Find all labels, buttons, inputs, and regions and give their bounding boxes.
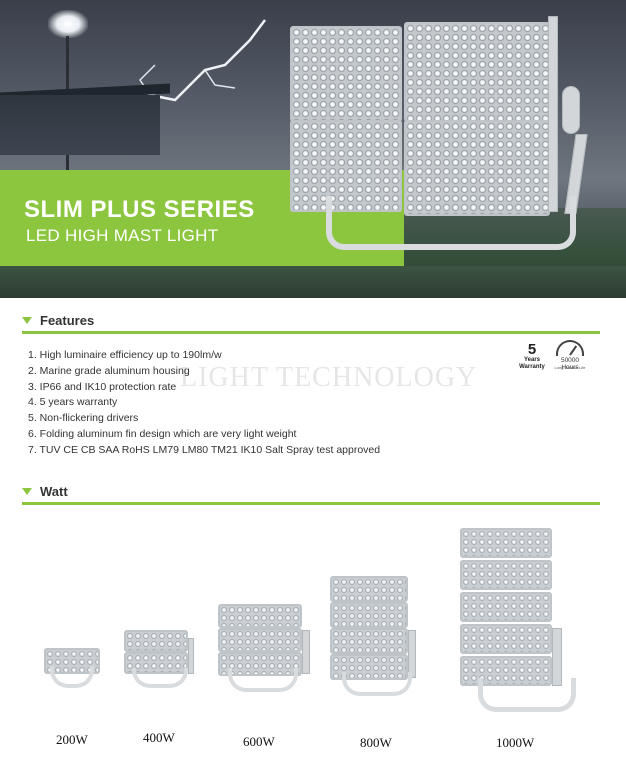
features-divider [22, 331, 600, 334]
fixture-side-rail [302, 630, 310, 674]
led-panel [460, 592, 552, 622]
lifespan-badge: 50000 Hours Long Service Life [552, 340, 588, 374]
fixture-u-bracket [478, 678, 576, 712]
triangle-down-icon [22, 316, 32, 324]
series-subtitle: LED HIGH MAST LIGHT [26, 226, 219, 245]
features-list: 1. High luminaire efficiency up to 190lm… [28, 348, 380, 459]
led-panel [330, 576, 408, 602]
watt-label-200w: 200W [56, 732, 88, 747]
led-panel [460, 656, 552, 686]
series-title: SLIM PLUS SERIES [24, 196, 255, 223]
fixture-600w [218, 604, 312, 694]
hero-led-panel [404, 120, 550, 216]
warranty-years-label: Years [523, 357, 541, 363]
hero-led-panel [290, 26, 402, 122]
fixture-side-rail [188, 638, 194, 674]
list-item: 4. 5 years warranty [28, 396, 118, 409]
led-panel [218, 628, 302, 652]
fixture-u-bracket [228, 668, 298, 692]
fixture-1000w [460, 528, 590, 718]
hero-product-fixture [290, 16, 590, 266]
lifespan-value: 50000 Hours [560, 357, 580, 371]
watt-header: Watt [22, 481, 68, 501]
list-item: 2. Marine grade aluminum housing [28, 364, 190, 377]
watt-divider [22, 502, 600, 505]
triangle-down-icon [22, 487, 32, 495]
features-header: Features [22, 310, 94, 330]
watt-heading: Watt [40, 483, 68, 499]
warranty-badge: 5 Years Warranty [514, 342, 550, 371]
fixture-400w [124, 630, 196, 692]
list-item: 7. TUV CE CB SAA RoHS LM79 LM80 TM21 IK1… [28, 443, 381, 456]
list-item: 6. Folding aluminum fin design which are… [28, 427, 297, 440]
fixture-u-bracket [132, 668, 188, 688]
watermark-text: LIGHT TECHNOLOGY [180, 362, 478, 393]
lifespan-caption: Long Service Life [554, 365, 586, 370]
hero-banner: SLIM PLUS SERIES LED HIGH MAST LIGHT [0, 0, 626, 298]
fixture-side-rail [408, 630, 416, 678]
gauge-icon [556, 340, 584, 356]
led-panel [460, 624, 552, 654]
list-item: 3. IP66 and IK10 protection rate [28, 380, 177, 393]
fixture-side-rail [552, 628, 562, 686]
warranty-label: Warranty [519, 364, 545, 370]
watt-label-600w: 600W [243, 734, 275, 749]
stadium-stands [0, 95, 160, 155]
led-panel [218, 604, 302, 628]
list-item: 1. High luminaire efficiency up to 190lm… [28, 349, 222, 361]
hero-bottom-strip [0, 266, 626, 298]
hero-fixture-u-bracket [326, 196, 576, 250]
stadium-floodlight-glow [48, 10, 88, 38]
hero-fixture-hinge [562, 86, 580, 134]
watt-label-400w: 400W [143, 730, 175, 745]
fixture-800w [330, 576, 434, 698]
features-heading: Features [40, 312, 95, 328]
led-panel [330, 628, 408, 654]
warranty-years-number: 5 [527, 341, 537, 358]
led-panel [330, 602, 408, 628]
watt-label-800w: 800W [360, 735, 392, 750]
fixture-200w [44, 648, 102, 692]
hero-led-panel [404, 22, 550, 122]
hero-led-panel [290, 120, 402, 212]
hero-fixture-side-rail [548, 16, 558, 212]
fixture-u-bracket [342, 672, 412, 696]
watt-label-1000w: 1000W [496, 735, 535, 750]
fixture-u-bracket [50, 666, 94, 688]
list-item: 5. Non-flickering drivers [28, 412, 139, 425]
led-panel [124, 630, 188, 652]
led-panel [460, 528, 552, 558]
led-panel [460, 560, 552, 590]
